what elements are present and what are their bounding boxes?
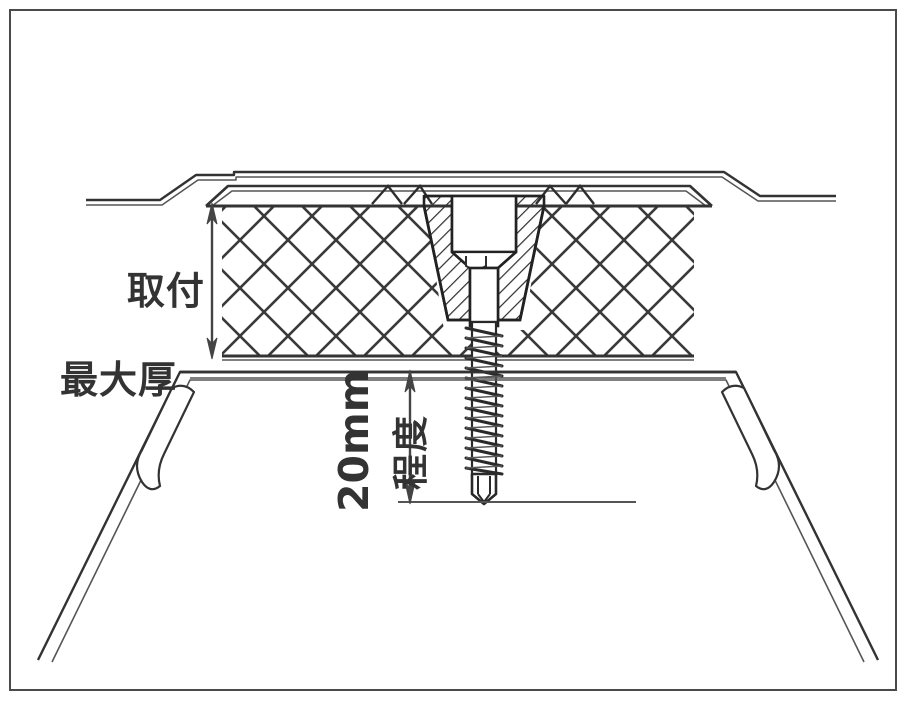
panel-thickness-dimension <box>206 202 218 360</box>
screw-drill-point <box>470 472 498 506</box>
label-mounting-max-thickness-line2: 最大厚 <box>60 358 178 403</box>
metal-deck-profile <box>36 370 880 663</box>
label-screw-embedment-value: 20mm <box>330 369 378 513</box>
self-drilling-screw <box>464 320 504 506</box>
label-mounting-max-thickness-line1: 取付 <box>126 268 205 313</box>
screw-embedment-dimension <box>404 369 416 505</box>
label-screw-embedment-qualifier: 程度 <box>391 413 432 490</box>
label-mounting-max-thickness: 取付 最大厚 <box>60 224 205 493</box>
top-sheet-panel <box>86 170 836 208</box>
tapered-insert <box>422 194 546 328</box>
